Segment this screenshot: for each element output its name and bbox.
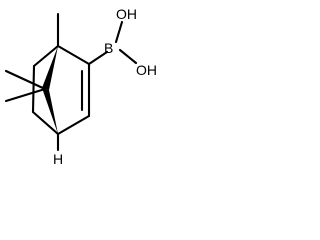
- hydroxyl-upper-label: OH: [116, 6, 137, 22]
- molecule-diagram: B OH OH H: [4, 6, 157, 167]
- bond-c2-boron: [87, 50, 109, 66]
- bridgehead-hydrogen-label: H: [53, 151, 63, 167]
- bond-c3-c4: [56, 114, 91, 136]
- bond-boron-oh-upper: [114, 20, 124, 44]
- hydroxyl-lower-label: OH: [136, 62, 157, 78]
- bond-c1-c6: [32, 44, 60, 68]
- wedge-c1-c7: [42, 46, 58, 90]
- bond-boron-oh-lower: [118, 48, 138, 65]
- boron-label: B: [104, 40, 113, 56]
- bond-c1-c2: [56, 44, 91, 66]
- wedge-c4-c7: [42, 88, 58, 134]
- bond-c7-methyl-lower: [4, 87, 47, 103]
- bond-c6-c5: [31, 64, 36, 114]
- bond-c7-methyl-upper: [4, 69, 47, 91]
- bond-c5-c4: [31, 110, 60, 136]
- structure-canvas: B OH OH H: [0, 0, 177, 178]
